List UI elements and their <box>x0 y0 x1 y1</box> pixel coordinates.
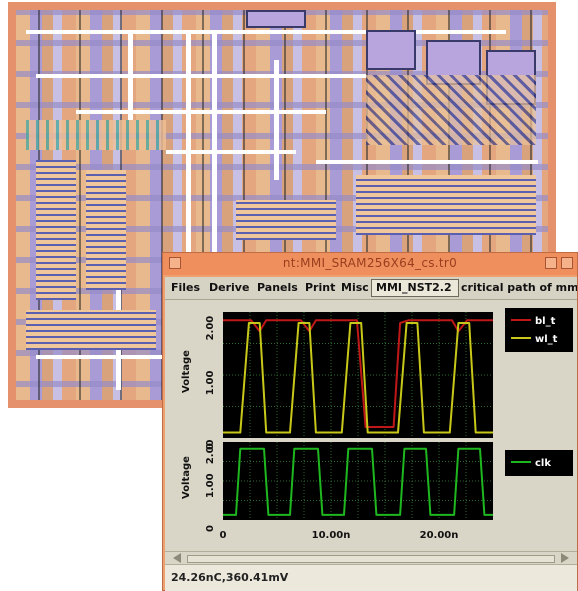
layout-cell <box>26 120 166 150</box>
y-tick-label: 0 <box>205 525 216 532</box>
menu-misc[interactable]: Misc <box>341 281 369 294</box>
layout-cell <box>366 30 416 70</box>
layout-window <box>8 2 556 408</box>
plot-area: Voltage 2.00 1.00 0 bl_t wl_t Voltage 2.00 1.00… <box>165 300 577 552</box>
waveform-chart[interactable]: Voltage 2.00 1.00 0 bl_t wl_t Voltage 2.00 1.00… <box>165 300 577 552</box>
y-tick-label: 1.00 <box>205 473 216 498</box>
legend-box <box>505 308 573 352</box>
series-line-wl_t <box>223 322 493 434</box>
scroll-track[interactable] <box>187 555 555 563</box>
path-label: critical path of mmi_ <box>461 281 577 294</box>
routing-wire <box>212 30 217 270</box>
panel-bottom: Voltage 2.00 1.00 0 clk 0 10.00n 20.00n <box>181 439 573 541</box>
layout-cell <box>236 200 336 240</box>
panel-top: Voltage 2.00 1.00 0 bl_t wl_t <box>181 308 573 450</box>
routing-wire <box>186 30 191 260</box>
y-axis-label: Voltage <box>181 456 192 499</box>
waveform-window: nt:MMI_SRAM256X64_cs.tr0 Files Derive Pa… <box>162 252 578 591</box>
maximize-icon[interactable] <box>561 257 573 269</box>
menu-files[interactable]: Files <box>171 281 201 294</box>
series-line-bl_t <box>223 319 493 428</box>
window-menu-icon[interactable] <box>169 257 181 269</box>
layout-cell <box>356 175 536 235</box>
window-title: nt:MMI_SRAM256X64_cs.tr0 <box>282 256 458 270</box>
routing-wire <box>316 160 538 164</box>
x-tick-label: 0 <box>220 530 227 541</box>
menu-bar: Files Derive Panels Print Misc MMI_NST2.… <box>165 277 577 300</box>
legend-label: wl_t <box>535 334 558 345</box>
y-axis-label: Voltage <box>181 350 192 393</box>
layout-cell <box>36 160 76 300</box>
tab-label: MMI_NST2.2 <box>376 281 452 294</box>
routing-wire <box>36 74 366 78</box>
y-tick-label: 0 <box>205 443 216 450</box>
routing-wire <box>76 110 326 114</box>
menu-print[interactable]: Print <box>305 281 336 294</box>
layout-canvas[interactable] <box>16 10 548 400</box>
y-tick-label: 1.00 <box>205 371 216 396</box>
legend-label: clk <box>535 458 551 469</box>
legend-label: bl_t <box>535 316 556 327</box>
menu-panels[interactable]: Panels <box>257 281 298 294</box>
layout-cell <box>366 75 536 145</box>
cursor-readout: 24.26nC,360.41mV <box>171 571 289 584</box>
tab-mmi-nst[interactable]: MMI_NST2.2 <box>371 279 459 297</box>
x-tick-label: 20.00n <box>420 530 459 541</box>
routing-wire <box>128 30 133 120</box>
layout-cell <box>86 170 126 290</box>
title-bar[interactable]: nt:MMI_SRAM256X64_cs.tr0 <box>163 253 577 275</box>
status-bar: 24.26nC,360.41mV <box>165 564 577 591</box>
routing-wire <box>274 60 279 180</box>
y-tick-label: 2.00 <box>205 316 216 341</box>
layout-cell <box>246 10 306 28</box>
horizontal-scrollbar[interactable] <box>165 551 577 564</box>
x-tick-label: 10.00n <box>312 530 351 541</box>
routing-wire <box>26 30 506 34</box>
layout-cell <box>26 310 156 350</box>
minimize-icon[interactable] <box>545 257 557 269</box>
y-tick-label: 2.00 <box>205 439 216 464</box>
menu-derive[interactable]: Derive <box>209 281 250 294</box>
routing-wire <box>166 150 296 154</box>
routing-wire <box>36 355 166 359</box>
series-line-clk <box>223 447 493 516</box>
scroll-left-icon[interactable] <box>173 553 181 563</box>
scroll-right-icon[interactable] <box>561 553 569 563</box>
